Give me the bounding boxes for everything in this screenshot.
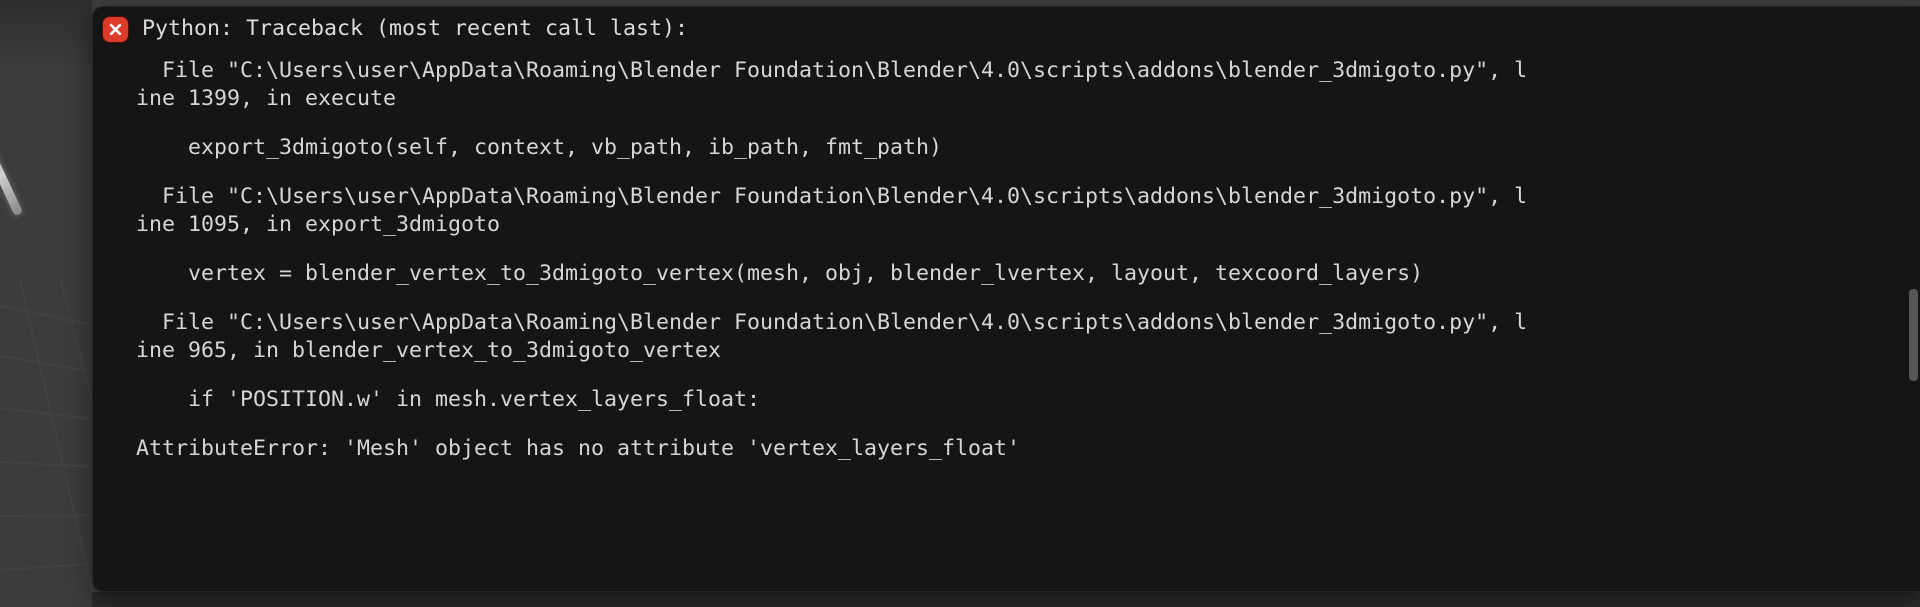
traceback-line: File "C:\Users\user\AppData\Roaming\Blen… [136,184,1528,237]
error-popup-title: Python: Traceback (most recent call last… [142,16,689,41]
editor-bottom-strip [92,592,1920,607]
error-popup[interactable]: Python: Traceback (most recent call last… [92,6,1920,592]
traceback-line: vertex = blender_vertex_to_3dmigoto_vert… [136,261,1424,286]
traceback-line: if 'POSITION.w' in mesh.vertex_layers_fl… [136,387,761,412]
error-popup-header: Python: Traceback (most recent call last… [102,15,1920,43]
scrollbar-track [1907,7,1920,592]
error-x-icon [102,15,129,43]
traceback: File "C:\Users\user\AppData\Roaming\Blen… [136,57,1536,463]
viewport-shade [0,0,92,72]
traceback-line: File "C:\Users\user\AppData\Roaming\Blen… [136,58,1528,111]
viewport-grid [0,277,119,607]
scrollbar-thumb[interactable] [1909,289,1918,381]
traceback-line: export_3dmigoto(self, context, vb_path, … [136,135,943,160]
traceback-line: File "C:\Users\user\AppData\Roaming\Blen… [136,310,1528,363]
traceback-line: AttributeError: 'Mesh' object has no att… [136,436,1021,461]
